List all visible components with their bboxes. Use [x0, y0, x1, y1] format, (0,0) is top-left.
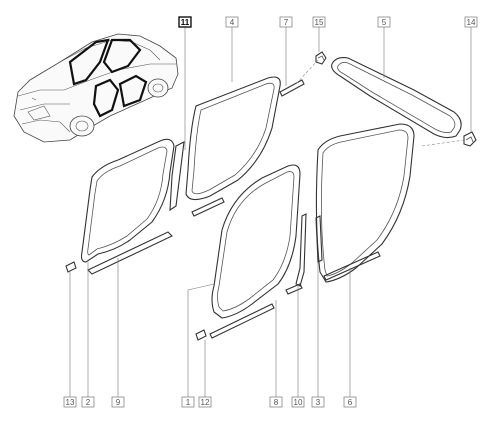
callout-6[interactable]: 6: [343, 396, 357, 408]
svg-text:9: 9: [116, 398, 121, 407]
rear-lower-strip: [323, 251, 381, 281]
callout-3[interactable]: 3: [311, 396, 325, 408]
svg-text:4: 4: [230, 18, 235, 27]
callout-7[interactable]: 7: [279, 16, 293, 28]
small-strip-near-10: [285, 283, 303, 295]
svg-text:5: 5: [382, 18, 387, 27]
rear-door-seal: [211, 164, 301, 319]
callout-12[interactable]: 12: [198, 396, 212, 408]
svg-text:1: 1: [186, 398, 191, 407]
svg-text:3: 3: [316, 398, 321, 407]
clip-14: [463, 131, 477, 147]
svg-text:14: 14: [467, 18, 476, 27]
front-door-frame-seal: [185, 76, 281, 201]
svg-text:11: 11: [181, 18, 190, 27]
callout-5[interactable]: 5: [377, 16, 391, 28]
callout-1[interactable]: 1: [181, 396, 195, 408]
front-sill-strip: [87, 231, 173, 275]
svg-text:15: 15: [315, 18, 324, 27]
svg-text:12: 12: [201, 398, 210, 407]
callout-10[interactable]: 10: [291, 396, 305, 408]
dash-15: [295, 59, 319, 85]
callout-15[interactable]: 15: [312, 16, 326, 28]
upper-strip-7: [279, 79, 305, 97]
callout-14[interactable]: 14: [464, 16, 478, 28]
callout-8[interactable]: 8: [269, 396, 283, 408]
rear-door-frame-seal: [315, 123, 415, 283]
rear-sill-strip: [209, 303, 275, 339]
front-door-seal: [80, 138, 175, 263]
clip-12: [195, 329, 207, 341]
callout-4[interactable]: 4: [225, 16, 239, 28]
svg-text:2: 2: [86, 398, 91, 407]
svg-text:8: 8: [274, 398, 279, 407]
svg-text:13: 13: [66, 398, 75, 407]
clip-13: [65, 261, 77, 273]
door-strip-small: [191, 197, 225, 217]
dash-14: [421, 139, 465, 147]
callout-9[interactable]: 9: [111, 396, 125, 408]
svg-text:6: 6: [348, 398, 353, 407]
leader-lines: [69, 27, 472, 397]
clip-15: [315, 51, 327, 65]
trunk-seal: [331, 57, 462, 139]
svg-text:7: 7: [284, 18, 289, 27]
callout-13[interactable]: 13: [63, 396, 77, 408]
strip-3: [315, 215, 323, 263]
window-channel-11: [169, 141, 185, 212]
callout-2[interactable]: 2: [81, 396, 95, 408]
vertical-strip-10: [295, 213, 307, 287]
car-illustration: [13, 33, 179, 143]
svg-text:10: 10: [294, 398, 303, 407]
callout-11[interactable]: 11: [178, 16, 192, 28]
